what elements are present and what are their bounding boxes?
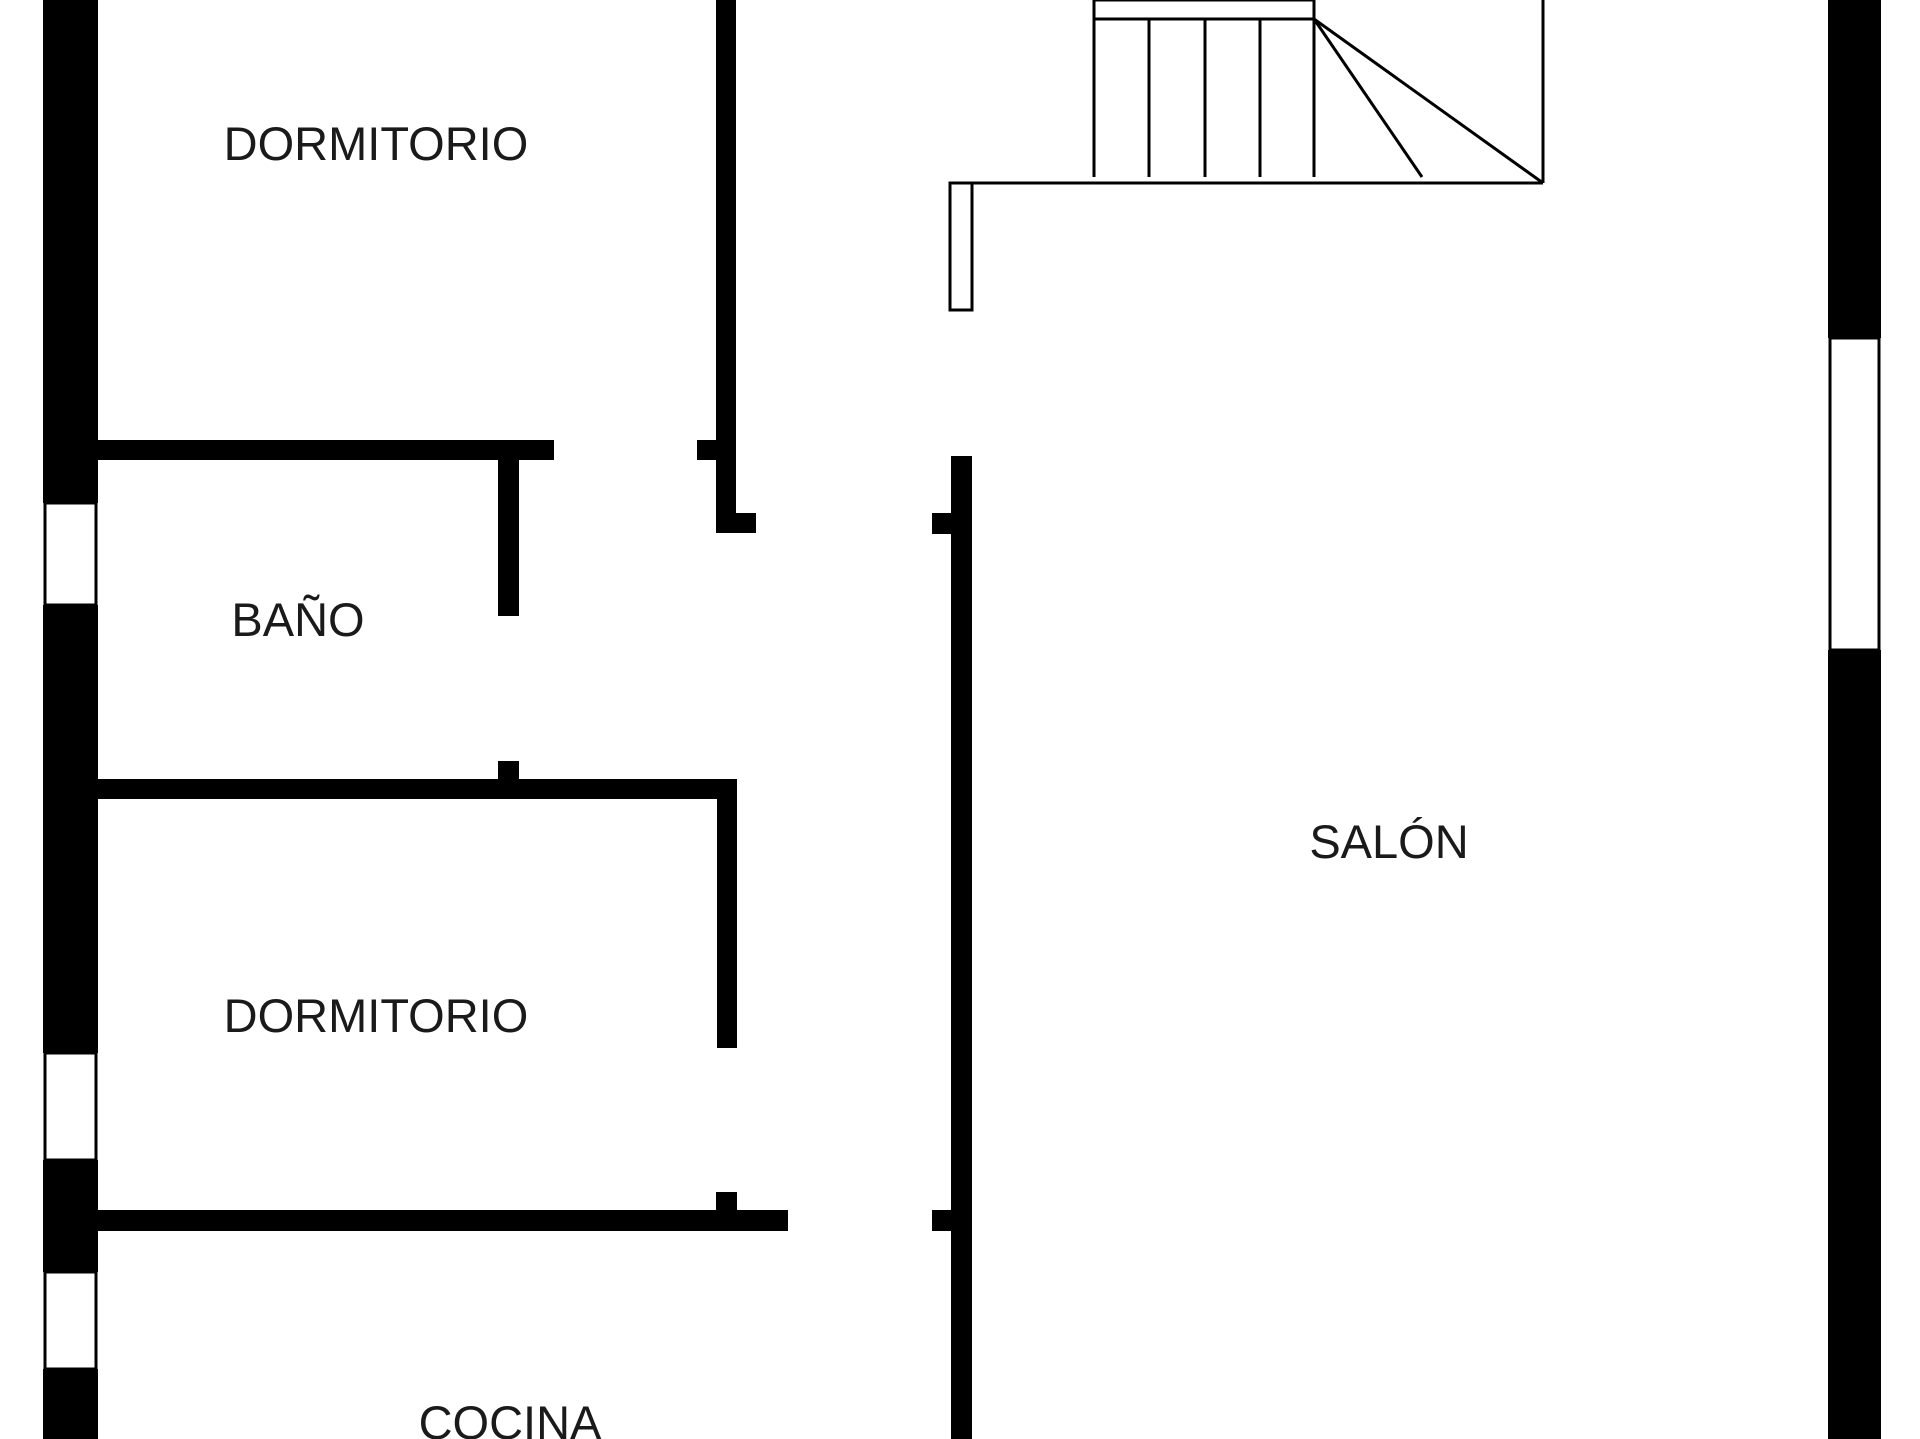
left-exterior-wall <box>43 0 98 1439</box>
room-label-salon: SALÓN <box>1309 815 1468 868</box>
door-jamb <box>932 1210 954 1231</box>
door-jamb <box>697 440 719 460</box>
door-jamb <box>498 761 519 781</box>
door-jamb <box>932 513 954 534</box>
left-wall-segment <box>43 1369 98 1439</box>
right-wall-segment <box>1828 650 1881 1439</box>
left-window <box>43 1051 98 1162</box>
stair-winder <box>1313 17 1544 185</box>
room-label-dormitorio-middle: DORMITORIO <box>224 989 529 1042</box>
door-jamb <box>716 1192 737 1212</box>
room-label-cocina: COCINA <box>419 1396 602 1439</box>
room-label-bano: BAÑO <box>231 593 364 646</box>
wall-dormitorio-bano <box>98 440 554 460</box>
door-jamb <box>716 513 756 533</box>
staircase <box>948 0 1545 312</box>
wall-hall-salon <box>951 456 972 1439</box>
wall-dormitorio-middle-right <box>717 779 737 1048</box>
right-window <box>1828 336 1881 652</box>
left-wall-segment <box>43 0 98 503</box>
left-wall-segment <box>43 605 98 1053</box>
left-window <box>43 1270 98 1371</box>
wall-dormitorio-right <box>716 0 736 533</box>
right-wall-segment <box>1828 0 1881 338</box>
left-window <box>43 501 98 607</box>
stair-winder <box>1312 18 1424 178</box>
wall-bano-stub <box>498 458 519 616</box>
wall-bano-dormitorio <box>98 779 737 799</box>
stair-railing-post <box>948 181 974 312</box>
left-wall-segment <box>43 1160 98 1272</box>
interior-walls <box>98 0 972 1439</box>
stair-top-rail <box>1092 0 1316 21</box>
right-exterior-wall <box>1828 0 1881 1439</box>
wall-dormitorio-cocina <box>98 1210 788 1231</box>
room-label-dormitorio-top: DORMITORIO <box>224 117 529 170</box>
